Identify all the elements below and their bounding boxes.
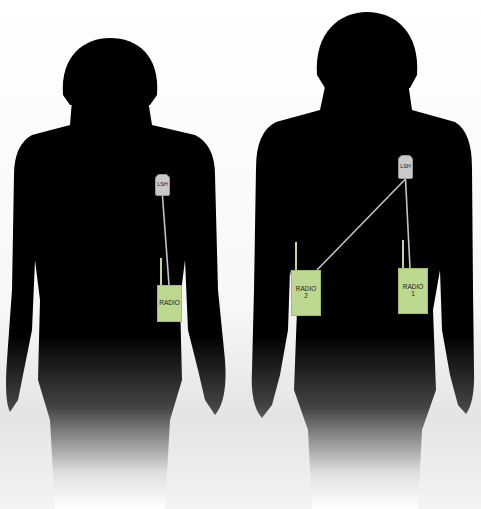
radio-unit: RADIO 1 <box>398 268 428 314</box>
device-label: RADIO <box>159 300 180 307</box>
radio-unit: RADIO <box>157 285 182 322</box>
radio-unit: RADIO 2 <box>291 270 321 316</box>
headset-cable <box>163 196 170 285</box>
lsh-headset-unit: LSH <box>155 174 170 196</box>
headset-cable <box>406 179 411 268</box>
headset-cable <box>317 179 406 270</box>
device-label: RADIO 2 <box>294 286 318 300</box>
right-soldier <box>252 12 474 509</box>
lsh-headset-unit: LSH <box>398 155 413 179</box>
radio-antenna <box>161 240 403 286</box>
device-label: LSH <box>157 182 168 188</box>
device-label: RADIO 1 <box>401 284 425 298</box>
left-soldier <box>6 38 226 509</box>
device-label: LSH <box>400 164 411 170</box>
